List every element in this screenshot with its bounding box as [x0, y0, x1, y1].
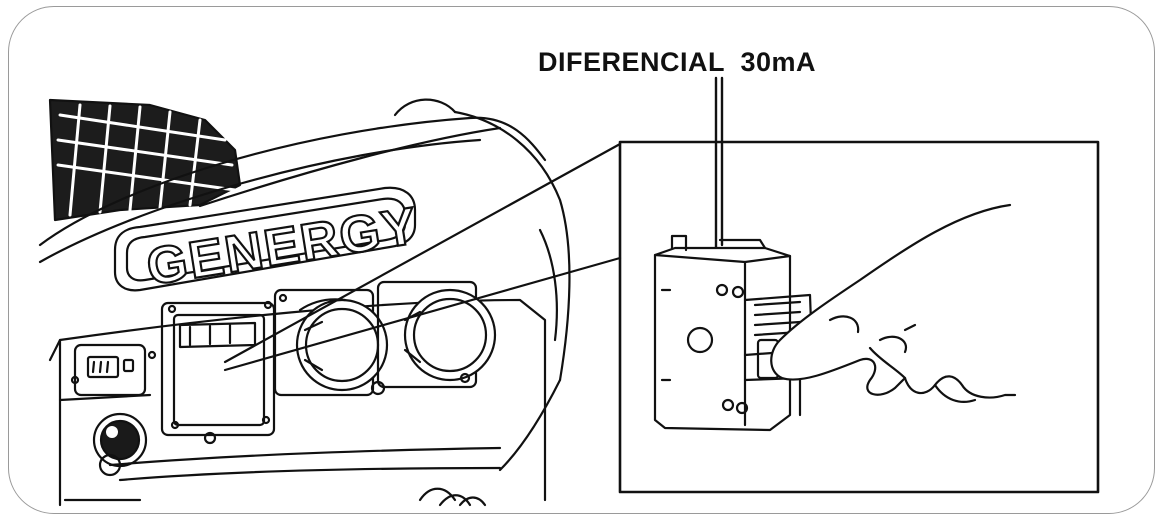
callout-line-upper [223, 142, 622, 364]
hand-pressing-button-icon [770, 203, 1017, 403]
roll-cage-icon [48, 98, 242, 222]
zoom-box [618, 140, 1100, 494]
breaker-compartment-icon [160, 300, 276, 445]
callout-line-lower [223, 256, 622, 372]
brand-badge-icon [113, 186, 417, 292]
wires-icon [418, 487, 487, 507]
hour-meter-icon [70, 343, 157, 397]
generator-body-icon [38, 98, 571, 507]
knob-icon [92, 412, 148, 477]
callout-label: DIFERENCIAL 30mA [538, 47, 817, 77]
